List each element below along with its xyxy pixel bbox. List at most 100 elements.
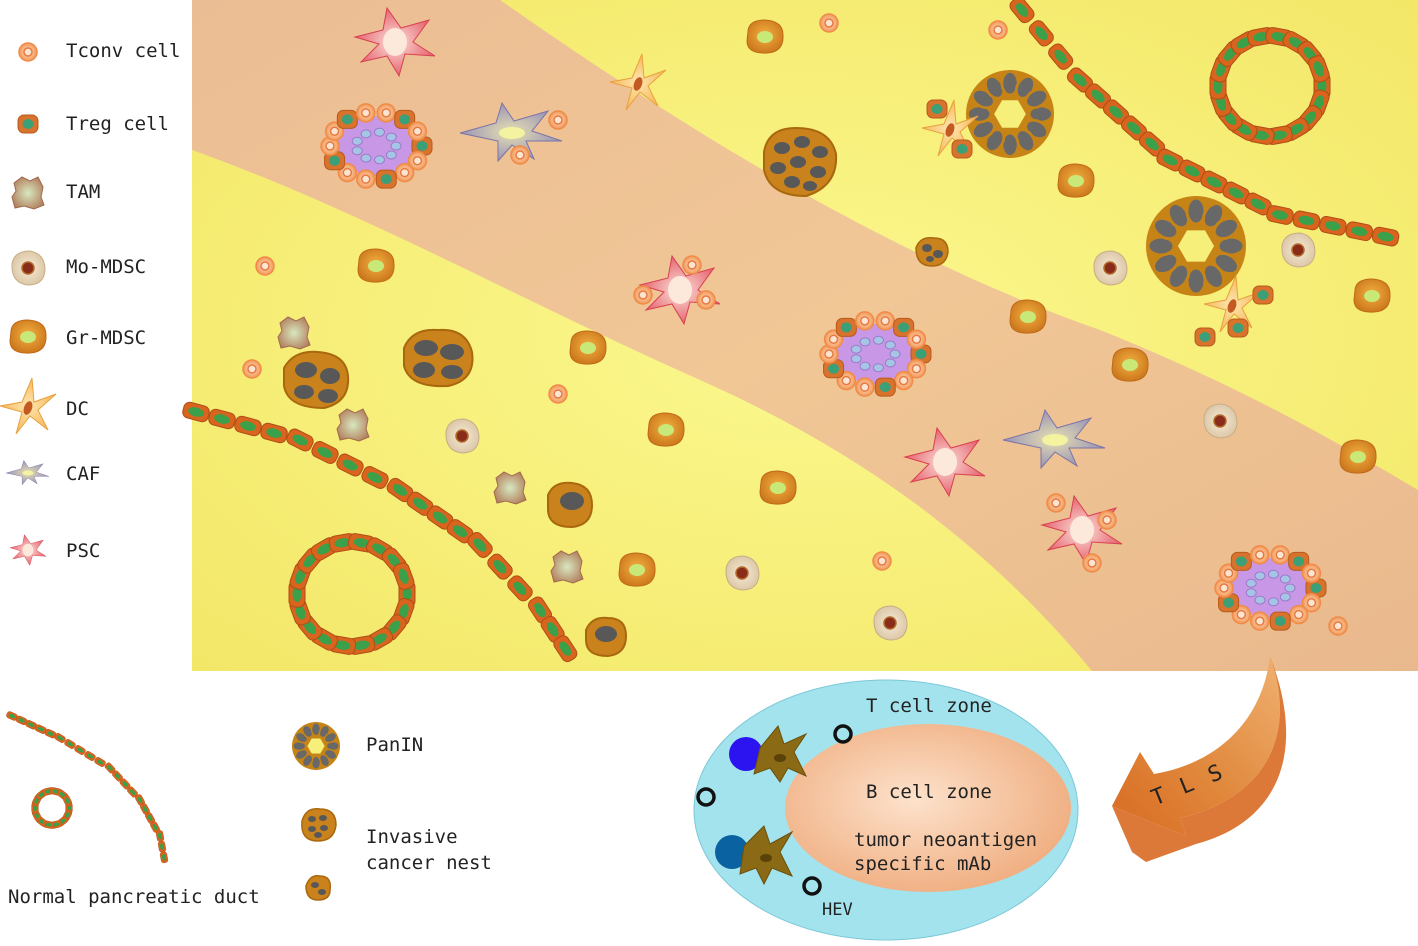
tconv-cell <box>510 145 530 165</box>
tconv-cell <box>1301 563 1322 583</box>
treg-cell-icon <box>17 114 39 134</box>
lymphoid-aggregate <box>1214 545 1327 631</box>
tam-icon <box>11 176 45 210</box>
gr-mdsc-cell <box>618 552 656 587</box>
treg-cell <box>1227 318 1249 338</box>
legend-label-treg: Treg cell <box>66 113 169 135</box>
tconv-cell <box>548 384 568 404</box>
b-cell <box>850 354 862 364</box>
tconv-cell <box>1082 553 1102 573</box>
b-cell <box>872 363 884 373</box>
tconv-cell <box>855 311 875 331</box>
mo-mdsc-cell <box>1203 403 1238 439</box>
gr-mdsc-cell <box>1339 439 1377 474</box>
treg-cell <box>336 109 358 129</box>
lymphoid-aggregate <box>819 311 932 397</box>
tconv-cell <box>893 370 914 391</box>
legend-label-gr-mdsc: Gr-MDSC <box>66 327 147 349</box>
legend-label-caf: CAF <box>66 463 101 485</box>
tconv-cell <box>1328 616 1348 636</box>
gr-mdsc-cell <box>746 19 784 54</box>
b-cell <box>1254 571 1266 581</box>
duct-segment <box>93 756 107 768</box>
b-cell <box>889 349 901 359</box>
invasive-label-line1: Invasive <box>366 826 458 848</box>
tconv-cell <box>872 551 892 571</box>
b-cell <box>850 344 862 354</box>
tconv-cell <box>855 377 875 397</box>
b-cell <box>1254 595 1266 605</box>
tconv-cell <box>356 103 376 123</box>
b-cell-zone-label: B cell zone <box>866 781 992 803</box>
b-cell <box>872 335 884 345</box>
gr-mdsc-cell <box>569 330 607 365</box>
gr-mdsc-icon <box>9 319 47 354</box>
b-cell-zone <box>785 724 1071 892</box>
mo-mdsc-cell <box>445 418 480 454</box>
treg-cell <box>1269 611 1291 631</box>
b-cell <box>1279 574 1291 584</box>
panin-label: PanIN <box>366 734 424 756</box>
mab-label-line2: specific mAb <box>854 853 992 875</box>
tconv-cell <box>906 329 927 349</box>
tconv-cell <box>1097 510 1117 530</box>
lymphoid-aggregate <box>320 103 433 189</box>
b-cell <box>360 129 372 139</box>
mo-mdsc-cell <box>1093 250 1128 286</box>
treg-cell <box>1230 551 1252 571</box>
legend-label-mo-mdsc: Mo-MDSC <box>66 256 147 278</box>
panin-structure <box>966 70 1054 158</box>
treg-cell <box>1194 327 1216 347</box>
duct-segment <box>83 750 97 762</box>
tls-arrow <box>1112 656 1287 862</box>
tconv-cell <box>1046 493 1066 513</box>
b-cell <box>1245 578 1257 588</box>
b-cell <box>385 132 397 142</box>
legend-label-psc: PSC <box>66 540 101 562</box>
tconv-cell <box>682 255 702 275</box>
caf-icon <box>5 460 50 485</box>
b-cell <box>385 150 397 160</box>
b-cell <box>884 340 896 350</box>
b-cell <box>859 337 871 347</box>
treg-cell <box>951 139 973 159</box>
treg-cell <box>926 99 948 119</box>
mo-mdsc-cell <box>1281 232 1316 268</box>
tconv-cell <box>356 169 376 189</box>
normal-duct-label: Normal pancreatic duct <box>8 886 260 908</box>
invasive-label-line2: cancer nest <box>366 852 492 874</box>
duct-ring-legend-icon <box>31 786 73 830</box>
b-cell <box>1284 583 1296 593</box>
panin-legend-icon <box>291 721 341 771</box>
b-cell <box>351 136 363 146</box>
gr-mdsc-cell <box>1009 299 1047 334</box>
tconv-cell <box>988 20 1008 40</box>
legend-label-tconv: Tconv cell <box>66 40 181 62</box>
tconv-cell <box>1288 604 1309 625</box>
blue-cell-icon <box>715 835 749 869</box>
b-cell <box>390 141 402 151</box>
tconv-cell-icon <box>18 42 38 62</box>
hev-ring-icon <box>802 876 822 896</box>
mab-label-line1: tumor neoantigen <box>854 829 1038 851</box>
b-cell <box>884 358 896 368</box>
b-cell <box>373 127 385 137</box>
invasive-cancer-nest <box>283 126 949 658</box>
gr-mdsc-cell <box>1111 347 1149 382</box>
hev-label: HEV <box>822 900 853 920</box>
b-cell <box>859 361 871 371</box>
tconv-cell <box>696 290 716 310</box>
tam-cell <box>493 471 527 505</box>
mo-mdsc-cell <box>873 605 908 641</box>
tconv-cell <box>548 110 568 130</box>
b-cell <box>360 153 372 163</box>
panin-structure <box>1146 196 1246 296</box>
treg-cell <box>874 377 896 397</box>
tconv-cell <box>255 256 275 276</box>
gr-mdsc-cell <box>647 412 685 447</box>
treg-cell <box>1252 285 1274 305</box>
b-cell <box>1279 592 1291 602</box>
tconv-cell <box>1250 545 1270 565</box>
blue-cell-icon <box>729 737 763 771</box>
gr-mdsc-cell <box>357 248 395 283</box>
